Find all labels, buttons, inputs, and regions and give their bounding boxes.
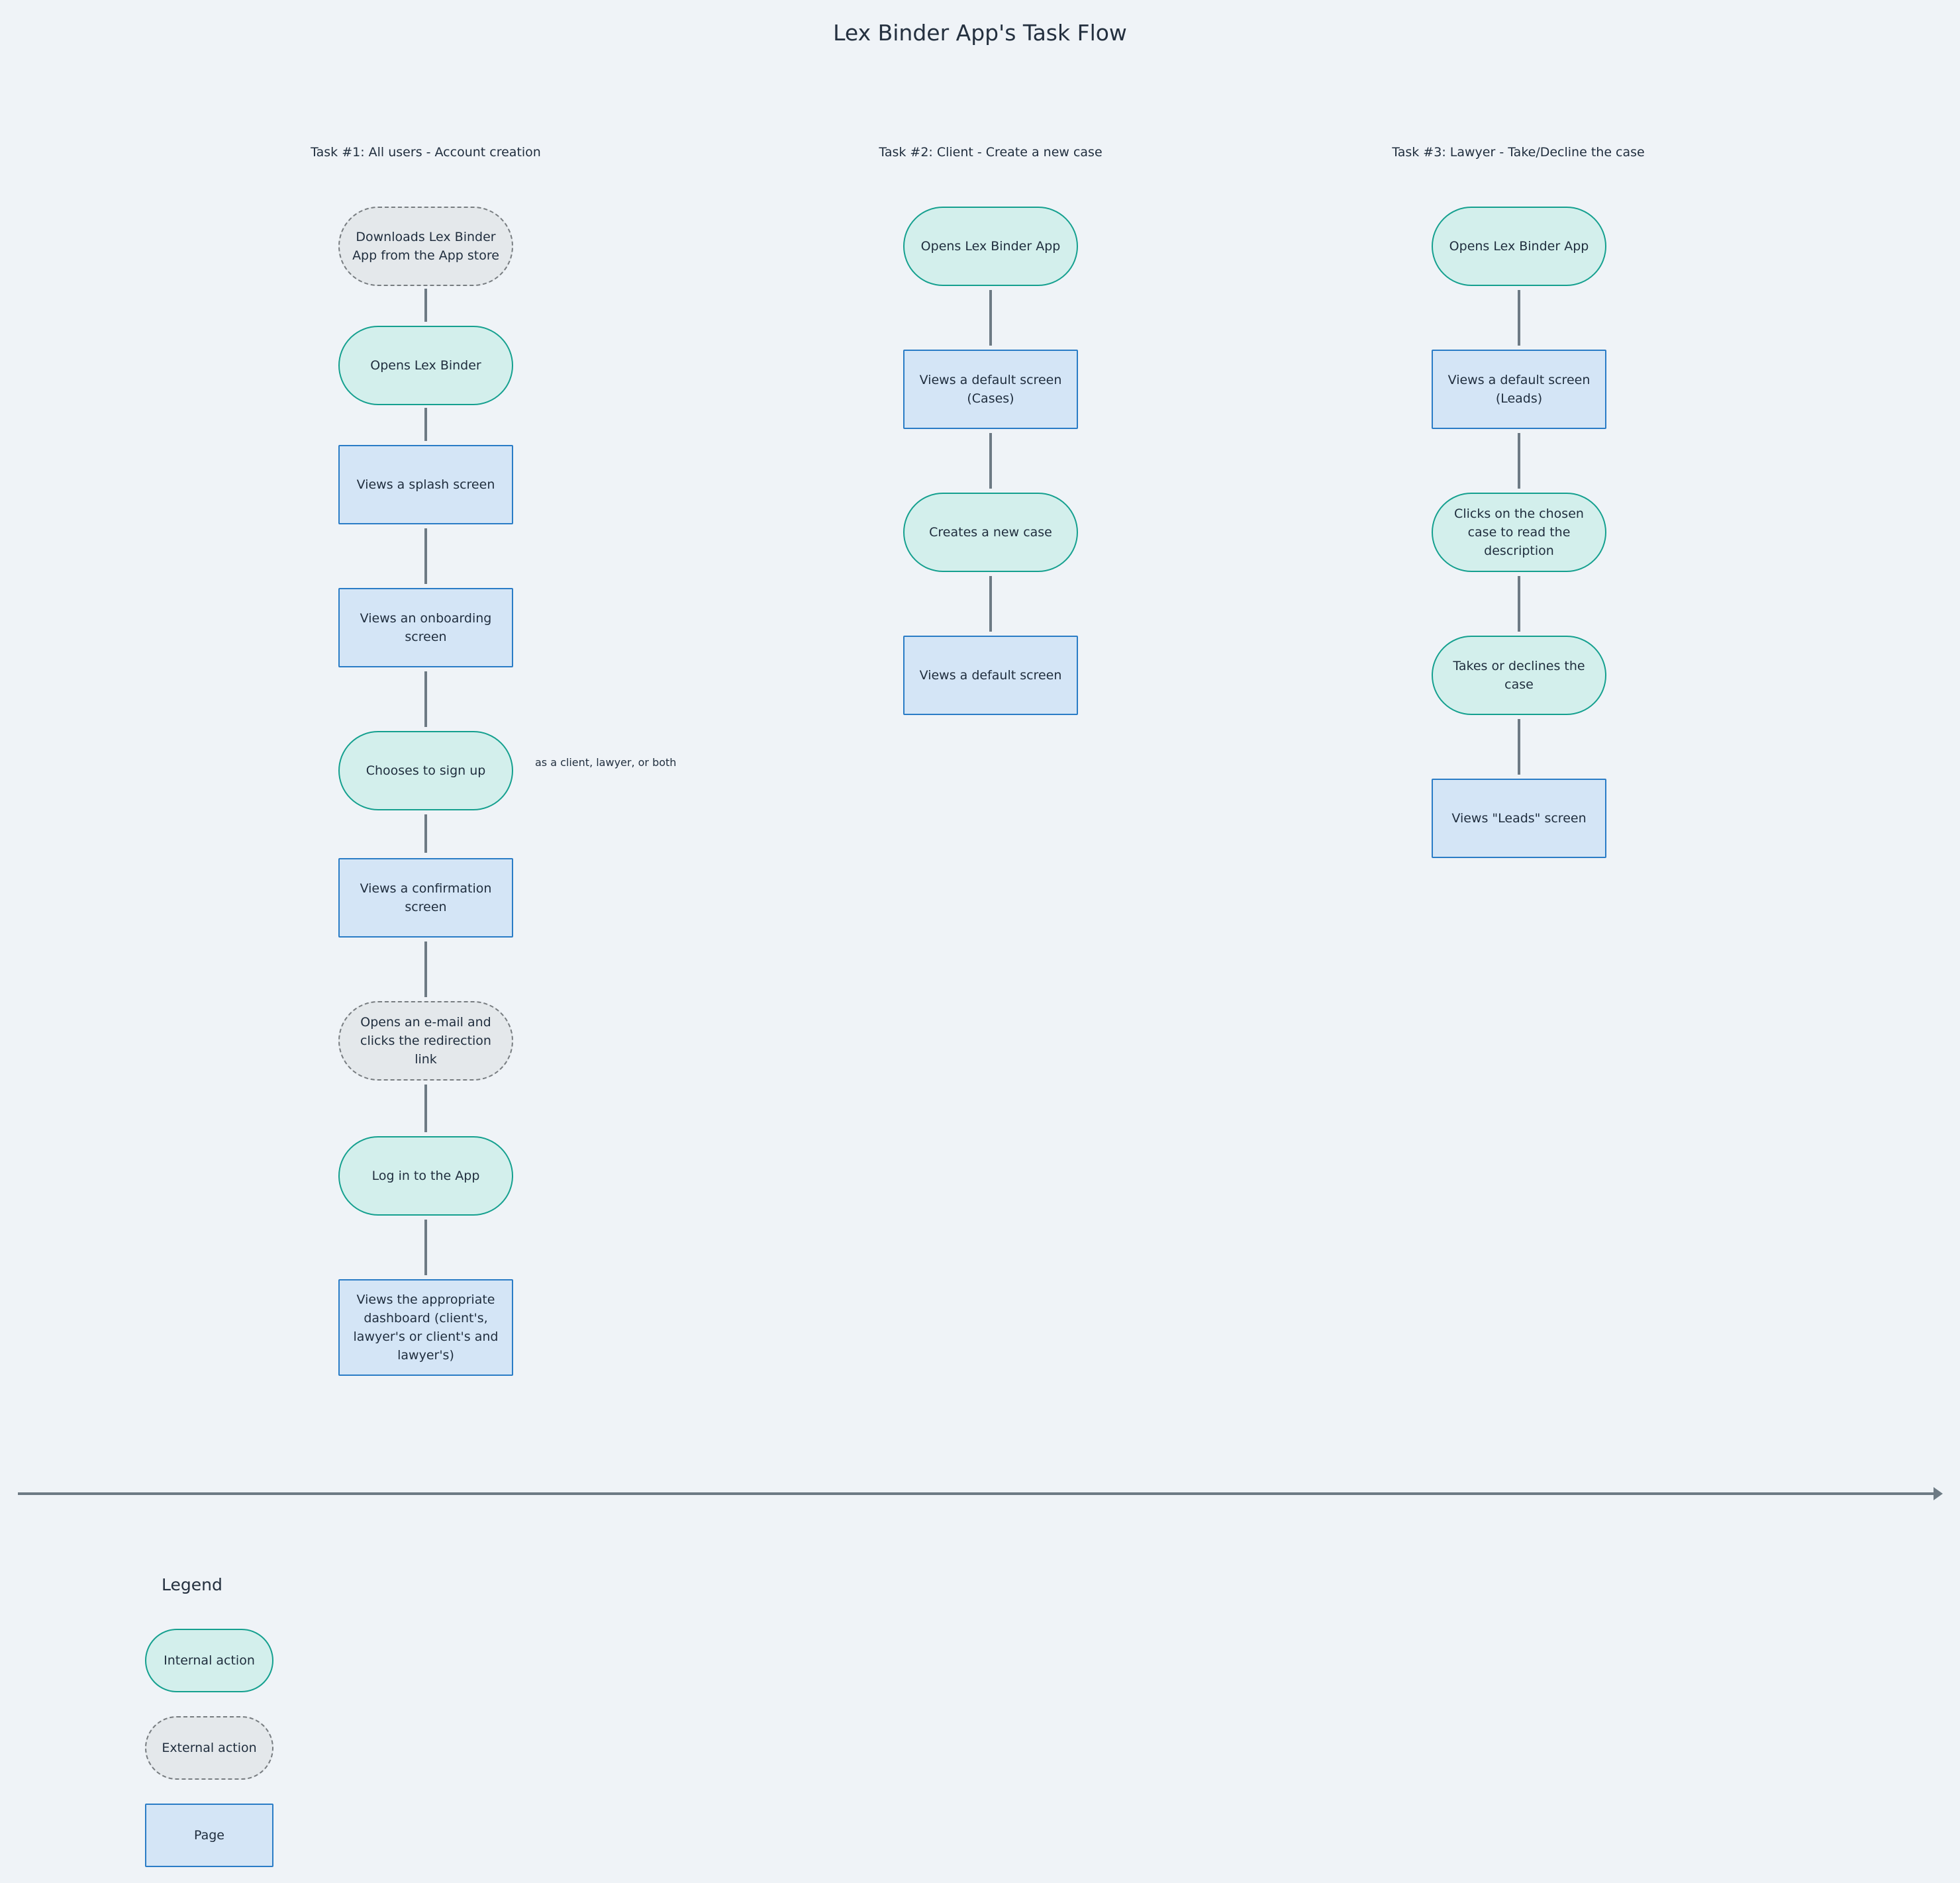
connector	[989, 290, 992, 346]
task-3-step-1-internal-action: Opens Lex Binder App	[1432, 207, 1606, 286]
diagram-title: Lex Binder App's Task Flow	[833, 20, 1127, 46]
connector	[424, 289, 427, 322]
legend-external-action: External action	[145, 1716, 273, 1780]
connector	[1518, 576, 1520, 632]
task-2-step-4-page: Views a default screen	[903, 636, 1078, 715]
legend-page: Page	[145, 1804, 273, 1867]
task-2-step-2-page: Views a default screen (Cases)	[903, 350, 1078, 429]
connector	[989, 433, 992, 489]
timeline-arrow-icon	[1934, 1487, 1943, 1500]
task-1-header: Task #1: All users - Account creation	[311, 145, 541, 160]
task-1-step-5-note: as a client, lawyer, or both	[535, 756, 677, 769]
connector	[424, 408, 427, 441]
task-1-step-6-page: Views a confirmation screen	[338, 858, 513, 938]
task-3-step-3-internal-action: Clicks on the chosen case to read the de…	[1432, 493, 1606, 572]
connector	[424, 671, 427, 727]
task-1-step-9-page: Views the appropriate dashboard (client'…	[338, 1279, 513, 1376]
connector	[424, 528, 427, 584]
task-3-step-4-internal-action: Takes or declines the case	[1432, 636, 1606, 715]
task-3-step-5-page: Views "Leads" screen	[1432, 779, 1606, 858]
task-1-step-2-internal-action: Opens Lex Binder	[338, 326, 513, 405]
task-1-step-4-page: Views an onboarding screen	[338, 588, 513, 667]
task-1-step-3-page: Views a splash screen	[338, 445, 513, 524]
task-3-step-2-page: Views a default screen (Leads)	[1432, 350, 1606, 429]
connector	[989, 576, 992, 632]
task-1-step-7-external-action: Opens an e-mail and clicks the redirecti…	[338, 1001, 513, 1081]
legend-title: Legend	[162, 1575, 222, 1594]
legend-internal-action: Internal action	[145, 1629, 273, 1692]
connector	[424, 1085, 427, 1132]
connector	[424, 814, 427, 853]
task-2-step-3-internal-action: Creates a new case	[903, 493, 1078, 572]
connector	[424, 942, 427, 997]
connector	[1518, 719, 1520, 775]
task-2-step-1-internal-action: Opens Lex Binder App	[903, 207, 1078, 286]
connector	[1518, 290, 1520, 346]
connector	[424, 1220, 427, 1275]
timeline-line	[18, 1492, 1938, 1495]
connector	[1518, 433, 1520, 489]
task-1-step-1-external-action: Downloads Lex Binder App from the App st…	[338, 207, 513, 286]
task-2-header: Task #2: Client - Create a new case	[879, 145, 1102, 160]
task-1-step-5-internal-action: Chooses to sign up	[338, 731, 513, 810]
task-3-header: Task #3: Lawyer - Take/Decline the case	[1392, 145, 1645, 160]
task-1-step-8-internal-action: Log in to the App	[338, 1136, 513, 1216]
